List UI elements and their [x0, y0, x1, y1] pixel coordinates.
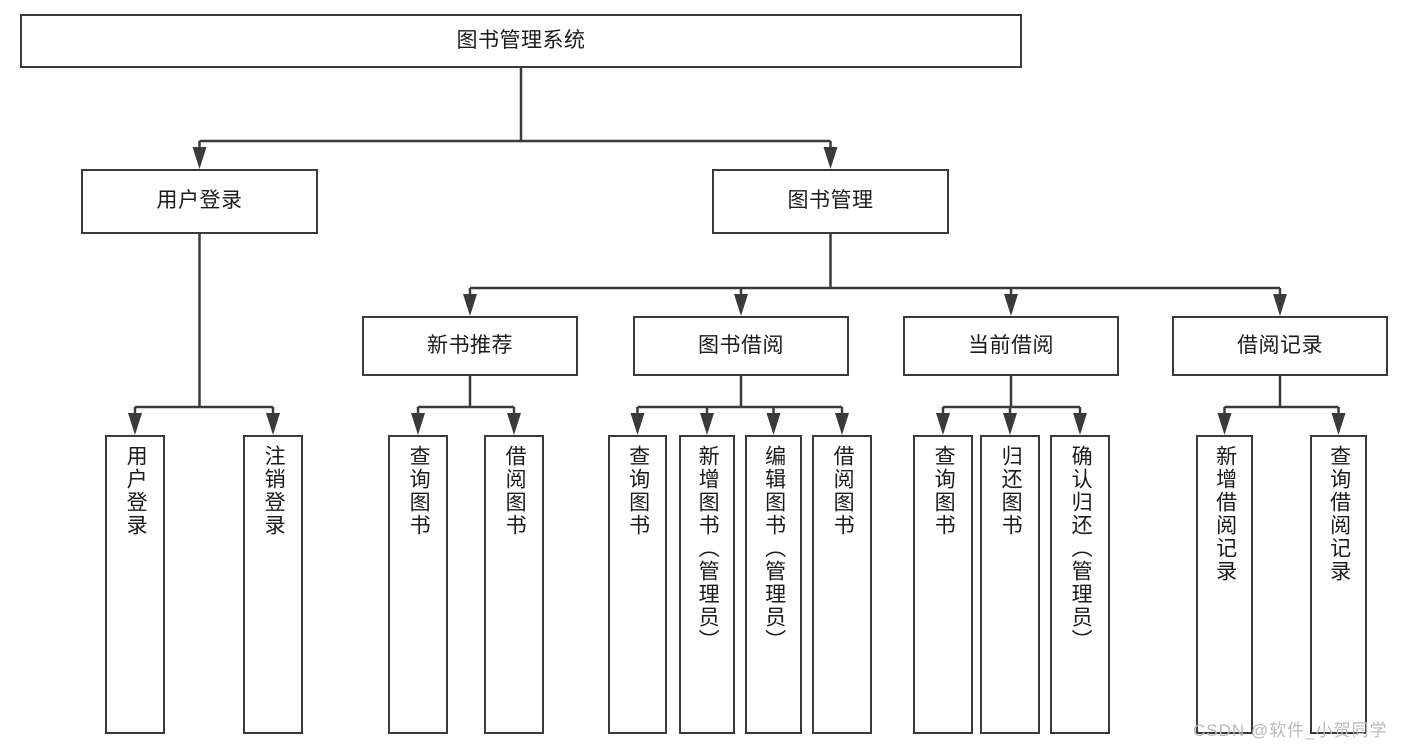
node-label: 图书管理 — [787, 189, 874, 213]
node-label: 图书管理系统 — [456, 28, 586, 52]
edge-arrowhead — [463, 294, 477, 316]
node-leaf-4[interactable]: 借阅图书 — [484, 435, 544, 734]
edge-arrowhead — [411, 413, 425, 435]
node-leaf-11[interactable]: 确认归还（管理员） — [1050, 435, 1110, 734]
node-label: 用户登录 — [156, 189, 243, 213]
node-leaf-8[interactable]: 借阅图书 — [812, 435, 872, 734]
node-label: 确认归还（管理员） — [1069, 445, 1093, 652]
node-leaf-10[interactable]: 归还图书 — [980, 435, 1040, 734]
node-root[interactable]: 图书管理系统 — [20, 14, 1022, 68]
node-label: 新增借阅记录 — [1213, 445, 1237, 583]
node-label: 借阅图书 — [831, 445, 855, 537]
node-leaf-13[interactable]: 查询借阅记录 — [1310, 435, 1367, 734]
node-leaf-9[interactable]: 查询图书 — [913, 435, 973, 734]
node-l3c[interactable]: 当前借阅 — [903, 316, 1119, 376]
node-label: 借阅图书 — [503, 445, 527, 537]
node-label: 查询图书 — [626, 445, 650, 537]
edge-arrowhead — [630, 413, 645, 435]
edge-arrowhead — [1273, 294, 1287, 316]
node-l2b[interactable]: 图书管理 — [712, 169, 949, 234]
edge-arrowhead — [507, 413, 521, 435]
node-leaf-3[interactable]: 查询图书 — [388, 435, 448, 734]
node-label: 查询图书 — [407, 445, 431, 537]
node-leaf-6[interactable]: 新增图书（管理员） — [679, 435, 735, 734]
node-leaf-2[interactable]: 注销登录 — [243, 435, 303, 734]
edge-arrowhead — [766, 413, 781, 435]
node-l3a[interactable]: 新书推荐 — [362, 316, 578, 376]
node-label: 用户登录 — [124, 445, 148, 537]
edge-arrowhead — [1217, 413, 1232, 435]
node-l2a[interactable]: 用户登录 — [81, 169, 318, 234]
edge-arrowhead — [128, 413, 142, 435]
node-leaf-12[interactable]: 新增借阅记录 — [1196, 435, 1253, 734]
edge-arrowhead — [192, 147, 207, 169]
node-leaf-7[interactable]: 编辑图书（管理员） — [745, 435, 802, 734]
node-label: 当前借阅 — [968, 333, 1054, 357]
node-label: 图书借阅 — [698, 333, 784, 357]
edge-arrowhead — [734, 294, 748, 316]
node-label: 查询图书 — [932, 445, 956, 537]
node-label: 归还图书 — [999, 445, 1023, 537]
node-label: 编辑图书（管理员） — [762, 445, 786, 652]
edge-arrowhead — [266, 413, 280, 435]
edge-arrowhead — [823, 147, 838, 169]
node-l3b[interactable]: 图书借阅 — [633, 316, 849, 376]
edge-arrowhead — [1003, 413, 1017, 435]
edge-arrowhead — [1073, 413, 1087, 435]
node-label: 注销登录 — [262, 445, 286, 537]
edge-arrowhead — [700, 413, 714, 435]
node-leaf-1[interactable]: 用户登录 — [105, 435, 165, 734]
edge-arrowhead — [1004, 294, 1018, 316]
node-leaf-5[interactable]: 查询图书 — [608, 435, 667, 734]
node-label: 查询借阅记录 — [1327, 445, 1351, 583]
edge-arrowhead — [835, 413, 849, 435]
node-label: 新增图书（管理员） — [696, 445, 720, 652]
node-label: 借阅记录 — [1237, 333, 1323, 357]
node-l3d[interactable]: 借阅记录 — [1172, 316, 1388, 376]
edge-arrowhead — [1331, 413, 1346, 435]
edge-arrowhead — [936, 413, 950, 435]
node-label: 新书推荐 — [427, 333, 513, 357]
